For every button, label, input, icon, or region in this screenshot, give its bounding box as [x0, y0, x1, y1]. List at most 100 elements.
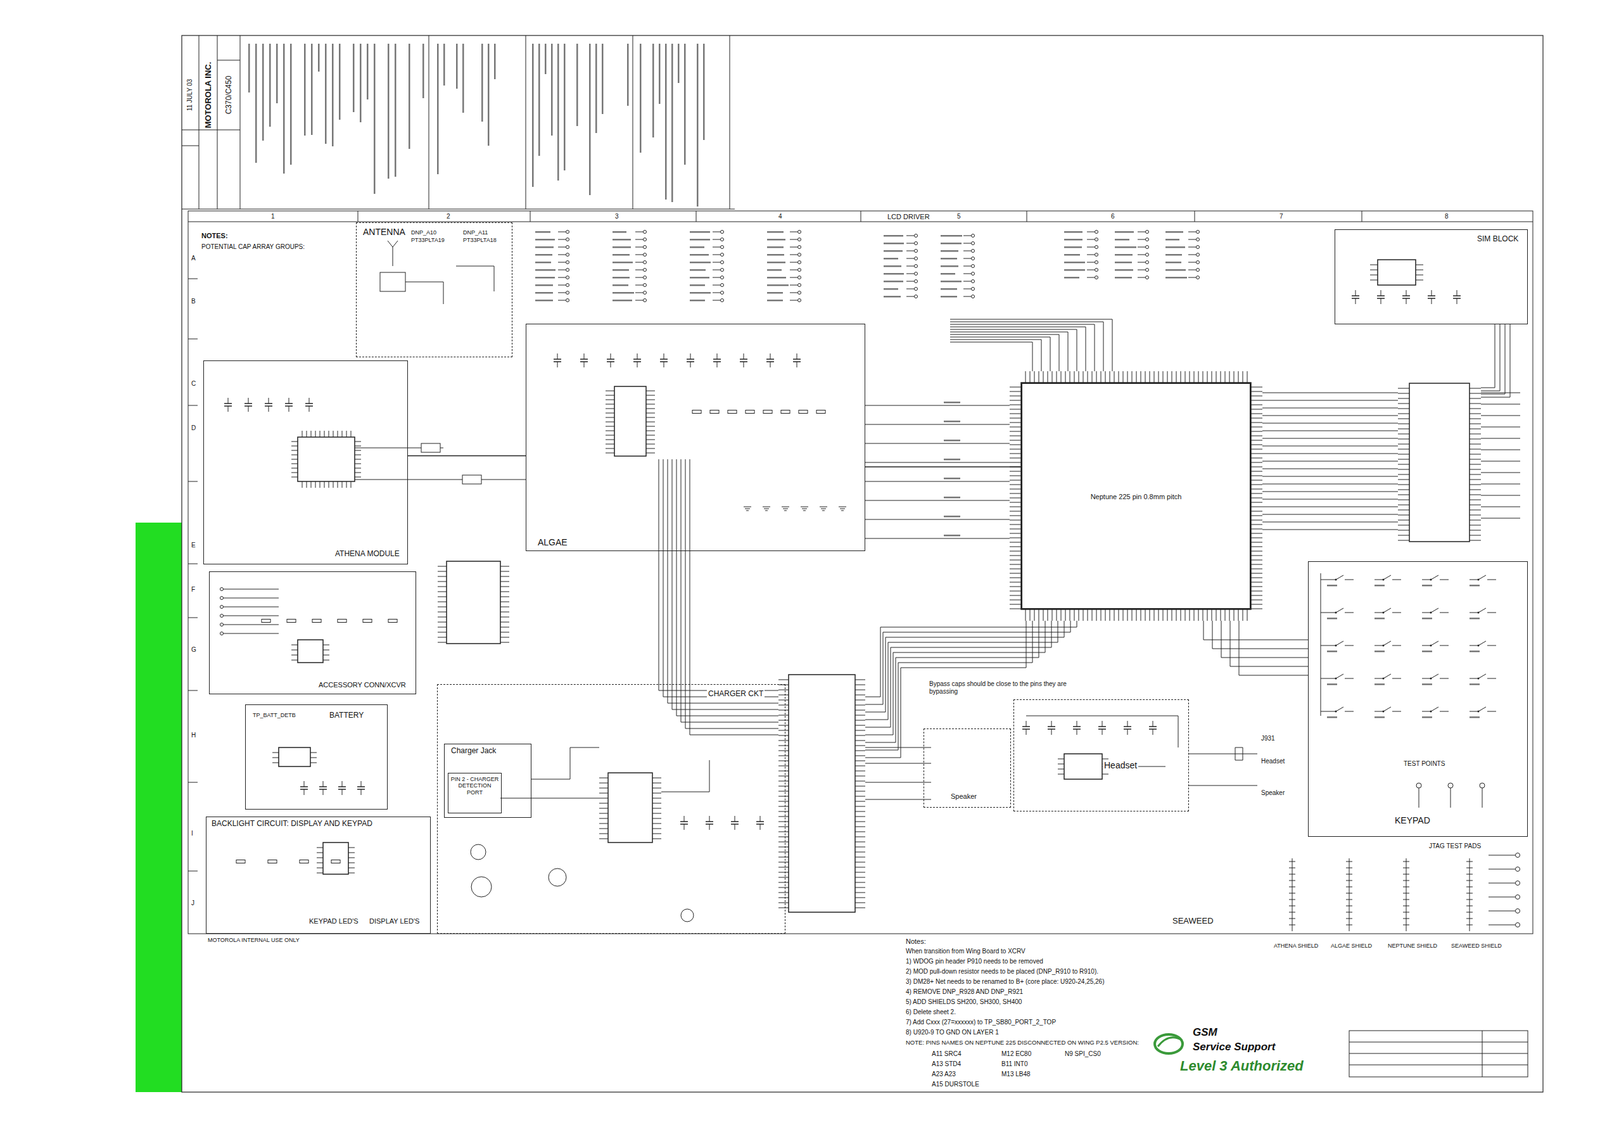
wire: [188, 617, 198, 619]
wire: [1430, 706, 1439, 712]
wire: [803, 510, 806, 512]
wire: [1009, 453, 1022, 455]
wire: [316, 852, 324, 854]
wire: [1403, 918, 1410, 920]
block-box: Headset: [1013, 699, 1189, 812]
wire: [906, 296, 915, 298]
wire: [357, 210, 359, 222]
block-title: Charger Jack: [449, 746, 498, 756]
wire: [950, 339, 1042, 372]
wire: [456, 266, 495, 292]
wire: [1250, 444, 1263, 446]
wire: [1025, 371, 1027, 383]
wire: [1488, 896, 1516, 898]
net-label-mark: [1326, 650, 1338, 653]
net-label-mark: [1469, 716, 1480, 719]
wire: [1137, 262, 1146, 263]
annotation-text: TP_BATT_DETB: [252, 711, 297, 719]
net-label-mark: [1469, 584, 1480, 587]
wire: [1469, 438, 1481, 440]
net-label-mark: [1114, 231, 1134, 234]
wire: [1344, 612, 1354, 614]
switch-contact: [1382, 611, 1385, 614]
net-label-mark: [311, 43, 313, 135]
wire: [558, 269, 566, 271]
wire: [288, 406, 290, 412]
wire: [599, 823, 609, 825]
wire: [1480, 483, 1521, 485]
net-label-mark: [359, 43, 362, 123]
wire: [963, 266, 972, 267]
wire: [1262, 499, 1398, 500]
wire: [440, 447, 444, 449]
wire: [1137, 247, 1146, 248]
wire: [1346, 905, 1353, 907]
wire: [1469, 403, 1481, 405]
wire: [188, 405, 198, 407]
wire: [605, 439, 615, 441]
net-label-mark: [324, 43, 327, 144]
transistor-symbol: [470, 844, 486, 860]
wire: [1057, 763, 1065, 765]
wire: [1149, 725, 1157, 728]
block-box: ATHENA MODULE: [203, 360, 408, 565]
wire: [1392, 645, 1402, 647]
net-label-mark: [338, 43, 341, 120]
annotation-text: Speaker: [1260, 789, 1286, 797]
wire: [855, 821, 866, 823]
wire: [310, 762, 317, 764]
annotation-text: ATHENA SHIELD: [1273, 942, 1319, 950]
wire: [291, 660, 298, 661]
wire: [1047, 371, 1049, 383]
wire: [1250, 387, 1263, 388]
wire: [760, 815, 761, 822]
logo-text: GSM: [1192, 1026, 1219, 1039]
wire: [361, 780, 362, 787]
wire: [1009, 400, 1022, 401]
wire: [778, 720, 789, 721]
net-connector: [1145, 230, 1150, 234]
wire: [1370, 274, 1378, 276]
wire: [1152, 729, 1154, 735]
logo-text: Service Support: [1192, 1040, 1276, 1054]
wire: [1351, 295, 1360, 297]
grid-reference: D: [190, 424, 197, 432]
net-connector: [566, 298, 570, 303]
wire: [1009, 520, 1022, 521]
wire: [1480, 392, 1521, 394]
net-label-mark: [595, 43, 598, 134]
wire: [1176, 371, 1177, 383]
wire: [1403, 874, 1410, 875]
wire: [1415, 269, 1424, 271]
wire: [770, 353, 771, 360]
wire: [558, 300, 566, 301]
net-label-mark: [563, 43, 566, 171]
jack-symbol: [1235, 747, 1243, 761]
wire: [1149, 371, 1151, 383]
switch-contact: [1382, 677, 1385, 680]
net-label-mark: [1114, 261, 1132, 264]
wire: [1469, 444, 1481, 445]
wire: [1009, 404, 1022, 406]
wire: [1430, 608, 1439, 613]
net-connector: [798, 291, 802, 295]
wire: [437, 627, 447, 628]
wire: [354, 479, 463, 481]
wire: [633, 358, 642, 360]
wire: [1335, 673, 1344, 679]
wire: [734, 815, 736, 822]
wire: [635, 247, 643, 248]
resistor-symbol: [337, 619, 347, 623]
wire: [1026, 715, 1179, 748]
wire: [1403, 880, 1410, 882]
wire: [248, 397, 249, 404]
wire: [1250, 497, 1263, 499]
wire: [1480, 324, 1511, 398]
wire: [1250, 590, 1263, 592]
wire: [605, 412, 615, 414]
wire: [1140, 609, 1142, 621]
block-title: KEYPAD: [1393, 815, 1432, 826]
wire: [302, 481, 303, 488]
wire: [1065, 609, 1067, 621]
wire: [1114, 609, 1115, 621]
